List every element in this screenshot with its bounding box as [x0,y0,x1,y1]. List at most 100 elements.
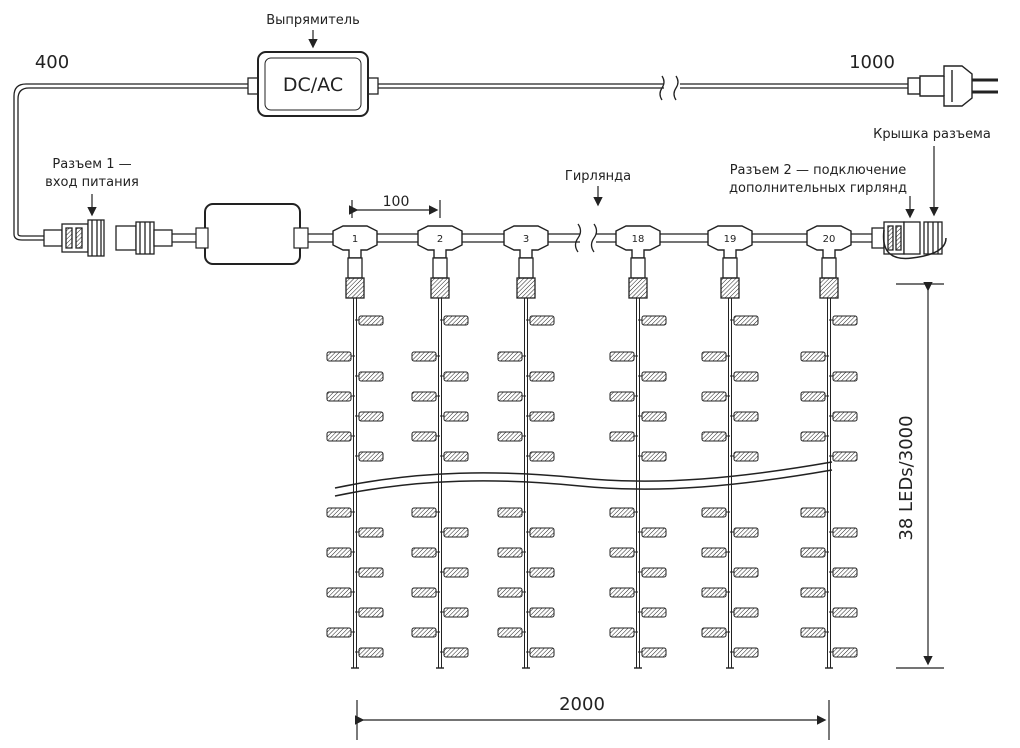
led-bulb-icon [800,627,826,638]
led-bulb-icon [641,315,667,326]
led-bulb-icon [443,647,469,658]
led-bulb-icon [733,647,759,658]
led-bulb-icon [701,547,727,558]
led-bulb-icon [701,351,727,362]
connector-2-label-line1: Разъем 2 — подключение [730,163,907,178]
led-bulb-icon [800,507,826,518]
led-bulb-icon [609,547,635,558]
led-bulb-icon [641,451,667,462]
led-bulb-icon [800,587,826,598]
led-bulb-icon [443,567,469,578]
led-bulb-icon [497,547,523,558]
led-bulb-icon [497,627,523,638]
rectifier-box: DC/AC [247,51,379,117]
tee-connector-icon [417,225,463,259]
led-bulb-icon [641,371,667,382]
led-bulb-icon [358,647,384,658]
cap-label: Крышка разъема [873,127,991,142]
strand-20: 20 [800,225,858,669]
led-bulb-icon [641,647,667,658]
led-bulb-icon [411,351,437,362]
drop-plug-icon [720,277,740,299]
drop-connector-icon [518,257,534,279]
led-bulb-icon [411,547,437,558]
strand-3: 3 [497,225,555,669]
length-400-label: 400 [35,52,69,73]
led-bulb-icon [609,391,635,402]
led-bulb-icon [609,627,635,638]
strand-number: 20 [823,234,836,245]
led-bulb-icon [326,391,352,402]
led-bulb-icon [832,527,858,538]
led-bulb-icon [641,527,667,538]
connector-cap-icon [882,221,947,260]
led-bulb-icon [358,451,384,462]
led-bulb-icon [529,451,555,462]
width-label: 2000 [559,694,605,715]
tee-connector-icon [707,225,753,259]
drop-plug-icon [430,277,450,299]
led-bulb-icon [497,431,523,442]
led-bulb-icon [701,507,727,518]
connector-1-mate-icon [115,221,173,255]
led-bulb-icon [529,607,555,618]
led-bulb-icon [411,431,437,442]
led-bulb-icon [443,371,469,382]
connector-1-label-line1: Разъем 1 — [52,157,131,172]
led-bulb-icon [701,431,727,442]
led-bulb-icon [800,431,826,442]
tee-connector-icon [332,225,378,259]
led-bulb-icon [529,371,555,382]
garland-label: Гирлянда [565,169,631,184]
led-bulb-icon [733,567,759,578]
drop-plug-icon [628,277,648,299]
connector-1-icon [43,219,105,257]
led-bulb-icon [733,527,759,538]
strand-1: 1 [326,225,384,669]
led-bulb-icon [832,647,858,658]
led-bulb-icon [529,567,555,578]
led-bulb-icon [701,587,727,598]
led-bulb-icon [497,507,523,518]
strand-number: 18 [632,234,645,245]
drop-connector-icon [347,257,363,279]
led-bulb-icon [733,315,759,326]
led-bulb-icon [733,451,759,462]
led-bulb-icon [800,391,826,402]
controller-box [195,203,309,265]
strand-number: 2 [437,234,443,245]
led-bulb-icon [443,411,469,422]
led-bulb-icon [358,527,384,538]
led-bulb-icon [497,587,523,598]
led-bulb-icon [326,351,352,362]
connector-2-icon [871,221,921,255]
connector-2-label-line2: дополнительных гирлянд [729,181,907,196]
led-bulb-icon [443,315,469,326]
drop-connector-icon [821,257,837,279]
drop-plug-icon [516,277,536,299]
led-bulb-icon [358,315,384,326]
led-bulb-icon [832,607,858,618]
break-wave [334,461,833,497]
strand-19: 19 [701,225,759,669]
length-1000-label: 1000 [849,52,895,73]
led-bulb-icon [529,527,555,538]
led-bulb-icon [497,351,523,362]
led-bulb-icon [443,451,469,462]
rectifier-label: Выпрямитель [266,13,360,28]
led-bulb-icon [609,351,635,362]
width-dimension [354,700,830,740]
led-bulb-icon [609,507,635,518]
led-bulb-icon [358,411,384,422]
strands-group: 1 2 3 18 19 20 [326,225,858,669]
led-bulb-icon [832,411,858,422]
tee-connector-icon [615,225,661,259]
drop-plug-icon [345,277,365,299]
led-bulb-icon [800,547,826,558]
led-bulb-icon [326,627,352,638]
strand-2: 2 [411,225,469,669]
connector-1-label-line2: вход питания [45,175,139,190]
led-bulb-icon [641,411,667,422]
height-label: 38 LEDs/3000 [896,415,917,540]
